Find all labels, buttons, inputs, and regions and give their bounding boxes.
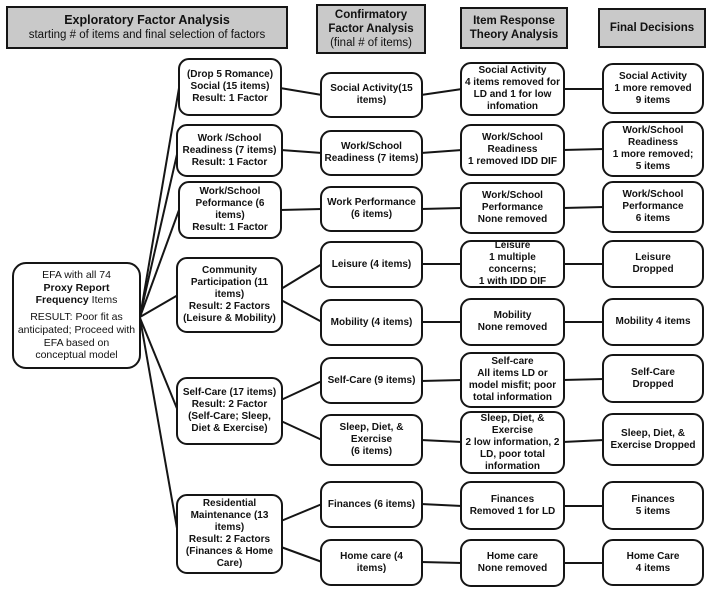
efa-box-work-school-performance: Work/School Peformance (6 items) Result:…	[178, 181, 282, 239]
connector	[280, 263, 323, 290]
cfa-box-sleep-diet-exercise: Sleep, Diet, & Exercise (6 items)	[320, 414, 423, 466]
final-box-work-school-performance: Work/School Performance 6 items	[602, 181, 704, 233]
connector	[420, 561, 463, 564]
connector	[139, 317, 179, 412]
connector	[420, 439, 463, 443]
efa-root-scale-bold: Proxy Report Frequency	[35, 281, 110, 307]
irt-box-sleep-diet-exercise: Sleep, Diet, & Exercise 2 low informatio…	[460, 411, 565, 474]
efa-root-intro: EFA with all 74	[42, 268, 111, 281]
connector	[420, 88, 463, 96]
efa-box-residential-maintenance: Residential Maintenance (13 items) Resul…	[176, 494, 283, 574]
connector	[279, 208, 323, 211]
connector	[420, 207, 463, 210]
connector	[139, 87, 180, 318]
header-subtitle: starting # of items and final selection …	[28, 29, 266, 42]
efa-box-work-school-readiness: Work /School Readiness (7 items) Result:…	[176, 124, 283, 177]
irt-box-work-school-performance: Work/School Performance None removed	[460, 182, 565, 234]
final-box-home-care: Home Care 4 items	[602, 539, 704, 586]
final-box-work-school-readiness: Work/School Readiness 1 more removed; 5 …	[602, 121, 704, 177]
connector	[139, 317, 179, 535]
irt-box-social-activity: Social Activity 4 items removed for LD a…	[460, 62, 565, 116]
connector	[280, 149, 323, 154]
header-exploratory-factor-analysis: Exploratory Factor Analysis starting # o…	[6, 6, 288, 49]
connector	[420, 379, 463, 382]
connector-group	[139, 87, 605, 564]
cfa-box-mobility: Mobility (4 items)	[320, 299, 423, 346]
efa-root-scale-rest: Items	[88, 294, 118, 307]
cfa-box-finances: Finances (6 items)	[320, 481, 423, 528]
connector	[562, 378, 605, 381]
cfa-box-work-school-readiness: Work/School Readiness (7 items)	[320, 130, 423, 176]
final-box-self-care: Self-Care Dropped	[602, 354, 704, 403]
connector	[280, 380, 323, 401]
efa-box-community-participation: Community Participation (11 items) Resul…	[176, 257, 283, 333]
irt-box-finances: Finances Removed 1 for LD	[460, 481, 565, 530]
connector	[139, 149, 179, 317]
connector	[420, 503, 463, 507]
connector	[562, 148, 605, 151]
irt-box-leisure: Leisure 1 multiple concerns; 1 with IDD …	[460, 240, 565, 288]
connector	[562, 439, 605, 443]
header-final-decisions: Final Decisions	[598, 8, 706, 48]
final-box-mobility: Mobility 4 items	[602, 298, 704, 346]
header-title: Item Response Theory Analysis	[469, 14, 559, 41]
connector	[280, 546, 323, 563]
header-subtitle: (final # of items)	[330, 37, 412, 49]
irt-box-mobility: Mobility None removed	[460, 298, 565, 346]
connector	[139, 209, 180, 318]
header-title: Exploratory Factor Analysis	[64, 12, 230, 27]
header-title: Final Decisions	[609, 21, 695, 34]
efa-box-self-care: Self-Care (17 items) Result: 2 Factor (S…	[176, 377, 283, 445]
irt-box-home-care: Home care None removed	[460, 539, 565, 587]
cfa-box-self-care: Self-Care (9 items)	[320, 357, 423, 404]
efa-root-scale: Proxy Report Frequency Items	[36, 282, 118, 308]
final-box-sleep-diet-exercise: Sleep, Diet, & Exercise Dropped	[602, 413, 704, 466]
connector	[280, 503, 323, 522]
cfa-box-social-activity: Social Activity(15 items)	[320, 72, 423, 118]
connector	[562, 206, 605, 209]
final-box-social-activity: Social Activity 1 more removed 9 items	[602, 63, 704, 114]
header-item-response-theory: Item Response Theory Analysis	[460, 7, 568, 49]
connector	[280, 420, 323, 441]
header-confirmatory-factor-analysis: Confirmatory Factor Analysis (final # of…	[316, 4, 426, 54]
connector	[139, 294, 179, 318]
connector	[279, 87, 323, 96]
efa-root-box: EFA with all 74 Proxy Report Frequency I…	[12, 262, 141, 369]
cfa-box-home-care: Home care (4 items)	[320, 539, 423, 586]
efa-box-social: (Drop 5 Romance) Social (15 items) Resul…	[178, 58, 282, 116]
cfa-box-leisure: Leisure (4 items)	[320, 241, 423, 288]
header-title: Confirmatory Factor Analysis	[328, 8, 414, 35]
final-box-finances: Finances 5 items	[602, 481, 704, 530]
connector	[420, 149, 463, 154]
cfa-box-work-performance: Work Performance (6 items)	[320, 186, 423, 232]
efa-root-result: RESULT: Poor fit as anticipated; Proceed…	[17, 311, 136, 362]
irt-box-self-care: Self-care All items LD or model misfit; …	[460, 352, 565, 408]
connector	[280, 299, 323, 323]
final-box-leisure: Leisure Dropped	[602, 240, 704, 288]
irt-box-work-school-readiness: Work/School Readiness 1 removed IDD DIF	[460, 124, 565, 176]
